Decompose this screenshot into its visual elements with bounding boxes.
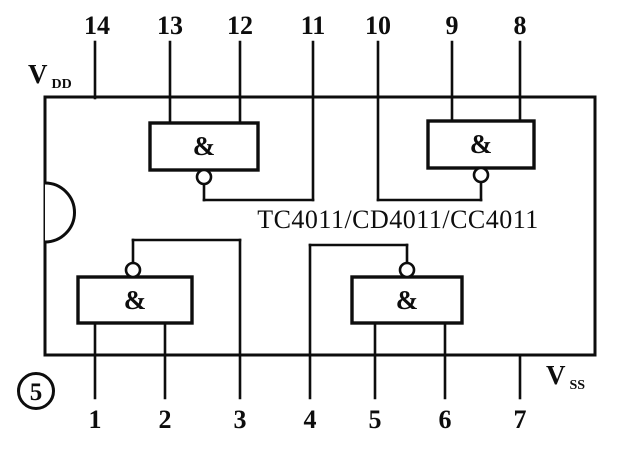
gate-rect [426, 119, 536, 170]
vdd-label-sub: DD [52, 77, 72, 92]
pin-number-2: 2 [159, 405, 172, 434]
pin-number-14: 14 [84, 11, 110, 40]
vss-label-sub: SS [570, 378, 586, 393]
nand-gate-top-left: & [148, 121, 315, 202]
pin-number-6: 6 [439, 405, 452, 434]
nand-gate-bottom-left: & [76, 238, 242, 325]
pin-number-5: 5 [369, 405, 382, 434]
inversion-bubble [398, 261, 416, 279]
pin-number-3: 3 [234, 405, 247, 434]
gate-rect [148, 121, 260, 172]
top-pin-leads [93, 40, 522, 202]
vdd-label-main: V [28, 59, 48, 89]
pin-number-8: 8 [514, 11, 527, 40]
pin-number-12: 12 [227, 11, 253, 40]
figure-number-text: 5 [30, 379, 43, 406]
gate-symbol: & [470, 129, 493, 159]
gate-rect [76, 275, 194, 325]
vss-label-main: V [546, 360, 566, 390]
figure-number-badge: 5 [17, 372, 55, 410]
pin-number-1: 1 [89, 405, 102, 434]
bottom-pin-numbers: 1 2 3 4 5 6 7 [89, 405, 527, 434]
pin-number-9: 9 [446, 11, 459, 40]
gate-symbol: & [124, 285, 147, 315]
figure-number-circle [17, 372, 55, 410]
chip-title: TC4011/CD4011/CC4011 [257, 205, 539, 234]
inversion-bubble [195, 168, 213, 186]
pin-number-13: 13 [157, 11, 183, 40]
top-pin-numbers: 14 13 12 11 10 9 8 [84, 11, 527, 40]
nand-gate-bottom-right: & [308, 243, 464, 325]
pin-number-11: 11 [301, 11, 326, 40]
pin-number-4: 4 [304, 405, 317, 434]
vss-label: V SS [546, 360, 585, 393]
gate-symbol: & [396, 285, 419, 315]
bottom-pin-leads [93, 238, 522, 400]
pin-number-7: 7 [514, 405, 527, 434]
inversion-bubble [124, 261, 142, 279]
inversion-bubble [472, 166, 490, 184]
gate-symbol: & [193, 131, 216, 161]
vdd-label: V DD [28, 59, 72, 92]
gate-rect [350, 275, 464, 325]
chip-index-notch [44, 181, 76, 244]
pin-number-10: 10 [365, 11, 391, 40]
nand-gate-top-right: & [376, 119, 536, 202]
